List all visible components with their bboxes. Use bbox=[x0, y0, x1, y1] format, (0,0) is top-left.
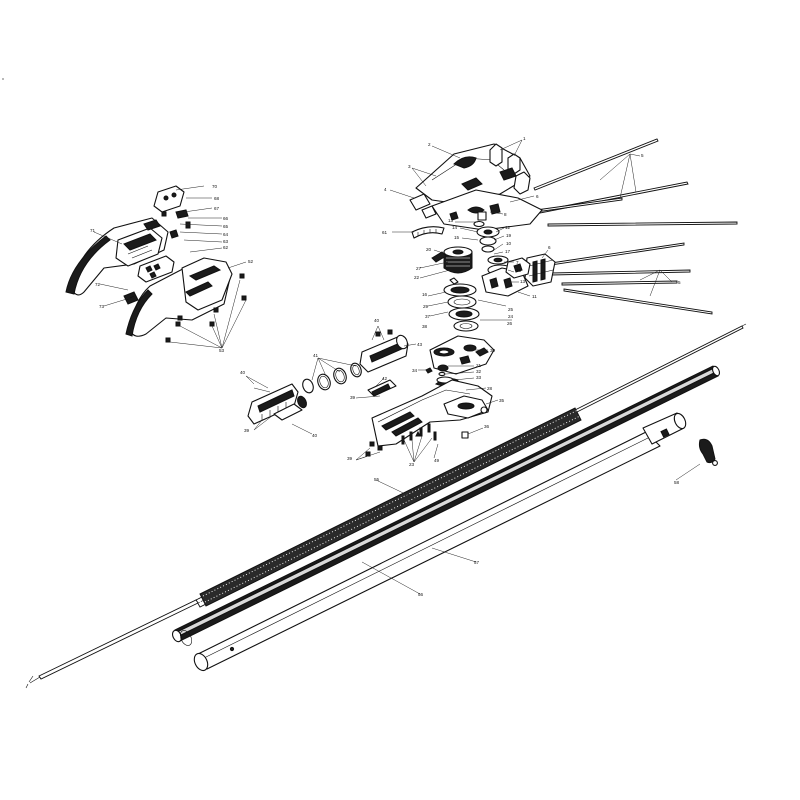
callout-6b: 6 bbox=[548, 245, 551, 250]
callout-72: 72 bbox=[95, 282, 101, 287]
callout-24: 24 bbox=[508, 314, 514, 319]
callout-26: 26 bbox=[507, 321, 513, 326]
gearbox-top-cover bbox=[415, 143, 531, 205]
callout-4: 4 bbox=[384, 187, 387, 192]
callout-1: 1 bbox=[523, 136, 526, 141]
callout-36: 36 bbox=[484, 424, 490, 429]
callout-6a: 6 bbox=[536, 194, 539, 199]
handle-screws bbox=[165, 273, 247, 343]
callout-41: 41 bbox=[313, 353, 319, 358]
callout-61: 61 bbox=[382, 230, 388, 235]
callout-27: 27 bbox=[416, 266, 422, 271]
callout-32: 32 bbox=[476, 369, 482, 374]
trigger-switch bbox=[153, 185, 191, 239]
callout-68: 68 bbox=[214, 196, 220, 201]
callout-58: 58 bbox=[674, 480, 680, 485]
callout-53: 53 bbox=[219, 348, 225, 353]
coupling-sleeve-right bbox=[359, 329, 409, 397]
callout-5a: 5 bbox=[641, 153, 644, 158]
shaft-cover bbox=[411, 226, 445, 239]
callout-49: 49 bbox=[434, 458, 440, 463]
coil-drum bbox=[431, 246, 473, 274]
callout-15: 15 bbox=[454, 235, 460, 240]
callout-7: 7 bbox=[516, 260, 519, 265]
callout-12: 12 bbox=[505, 225, 511, 230]
callout-5b: 5 bbox=[678, 280, 681, 285]
callout-29: 29 bbox=[423, 304, 429, 309]
callout-21: 21 bbox=[476, 363, 482, 368]
handle-bottom-shell bbox=[125, 255, 233, 337]
callout-43: 43 bbox=[417, 342, 423, 347]
callout-56: 56 bbox=[418, 592, 424, 597]
callout-13b: 13 bbox=[520, 279, 526, 284]
handle-top-shell bbox=[65, 217, 169, 296]
callout-35: 35 bbox=[499, 398, 505, 403]
cam-plates bbox=[481, 257, 531, 297]
callout-42: 42 bbox=[382, 376, 388, 381]
spiral-spring bbox=[199, 407, 582, 607]
callout-30: 30 bbox=[490, 348, 496, 353]
callout-38: 38 bbox=[422, 324, 428, 329]
callout-67: 67 bbox=[214, 206, 220, 211]
callout-62: 62 bbox=[223, 245, 229, 250]
drive-shaft-tube bbox=[171, 365, 721, 643]
callout-71: 71 bbox=[90, 228, 96, 233]
callout-40b: 40 bbox=[240, 370, 246, 375]
callout-13a: 13 bbox=[448, 218, 454, 223]
callout-73: 73 bbox=[99, 304, 105, 309]
callout-2: 2 bbox=[428, 142, 431, 147]
callout-14: 14 bbox=[452, 225, 458, 230]
callout-39b: 39 bbox=[347, 456, 353, 461]
callout-40c: 40 bbox=[312, 433, 318, 438]
leader-lines bbox=[93, 139, 701, 595]
bracket-clip bbox=[698, 438, 718, 466]
o-rings bbox=[302, 362, 362, 394]
inner-pole-tube bbox=[179, 630, 193, 646]
callout-22: 22 bbox=[414, 275, 420, 280]
callout-64: 64 bbox=[223, 232, 229, 237]
callout-63: 63 bbox=[223, 239, 229, 244]
callout-20: 20 bbox=[426, 247, 432, 252]
callout-10: 10 bbox=[506, 241, 512, 246]
callout-39a: 39 bbox=[350, 395, 356, 400]
callout-66: 66 bbox=[223, 216, 229, 221]
callout-52: 52 bbox=[248, 259, 254, 264]
support-rods bbox=[528, 138, 738, 315]
outer-pole-tube bbox=[193, 412, 687, 672]
callout-3: 3 bbox=[408, 164, 411, 169]
callout-55: 55 bbox=[374, 477, 380, 482]
callout-25: 25 bbox=[508, 307, 514, 312]
callout-39c: 39 bbox=[244, 428, 250, 433]
callout-34: 34 bbox=[412, 368, 418, 373]
callout-19: 19 bbox=[506, 233, 512, 238]
gearbox-lower-plate bbox=[409, 189, 543, 231]
callout-57: 57 bbox=[474, 560, 480, 565]
lower-gear-housing bbox=[429, 335, 495, 375]
callout-28: 28 bbox=[487, 386, 493, 391]
callout-33: 33 bbox=[476, 375, 482, 380]
callout-70: 70 bbox=[212, 184, 218, 189]
coupling-sleeve-left bbox=[247, 383, 307, 425]
bearing-rings bbox=[443, 277, 480, 332]
rod-clamp-block bbox=[524, 253, 556, 287]
callout-65: 65 bbox=[223, 224, 229, 229]
handle-housing-lower bbox=[371, 379, 493, 447]
callout-40a: 40 bbox=[374, 318, 380, 323]
callout-8: 8 bbox=[504, 212, 507, 217]
callout-37: 37 bbox=[425, 314, 431, 319]
battery-connector bbox=[123, 291, 139, 305]
small-fasteners bbox=[365, 423, 469, 457]
callout-17: 17 bbox=[505, 249, 511, 254]
callout-11: 11 bbox=[532, 294, 537, 299]
callout-23: 23 bbox=[409, 462, 415, 467]
callout-18: 18 bbox=[516, 268, 522, 273]
callout-labels: 1 2 3 4 5 5 6 6 7 8 10 11 12 13 13 14 15… bbox=[90, 136, 681, 597]
callout-16: 16 bbox=[422, 292, 428, 297]
